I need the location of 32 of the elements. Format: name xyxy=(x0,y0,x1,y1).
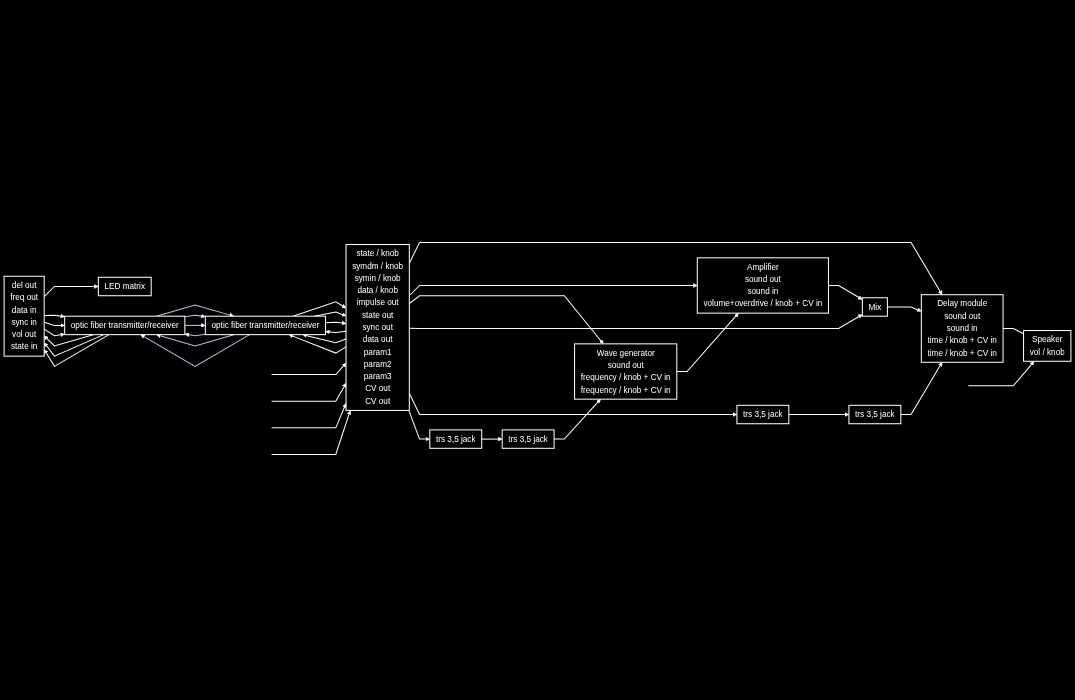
arrow xyxy=(967,361,1035,387)
node-box xyxy=(848,404,902,425)
arrow xyxy=(184,313,206,319)
arrow xyxy=(900,362,943,416)
node-box xyxy=(345,244,410,411)
arrow xyxy=(271,362,347,376)
arrow xyxy=(292,301,347,317)
node-box xyxy=(1023,330,1072,362)
node-box xyxy=(696,257,829,314)
node-box xyxy=(64,315,186,336)
arrow xyxy=(140,334,251,367)
arrow xyxy=(302,333,347,344)
arrow xyxy=(325,329,347,335)
node-box xyxy=(574,343,678,400)
node-box xyxy=(736,404,790,425)
arrow xyxy=(271,382,347,402)
node-box xyxy=(920,294,1004,363)
arrow xyxy=(288,334,347,354)
arrow xyxy=(676,312,739,372)
node-box xyxy=(3,275,45,357)
arrow xyxy=(271,410,352,455)
node-box xyxy=(861,297,888,317)
arrow xyxy=(481,436,503,442)
arrow xyxy=(184,332,206,337)
arrow xyxy=(184,323,206,328)
arrow xyxy=(408,409,430,442)
node-box xyxy=(97,276,152,297)
node-box xyxy=(204,315,327,336)
arrow xyxy=(271,403,347,429)
node-box xyxy=(501,429,555,449)
arrow xyxy=(325,320,347,326)
node-box xyxy=(429,429,483,449)
